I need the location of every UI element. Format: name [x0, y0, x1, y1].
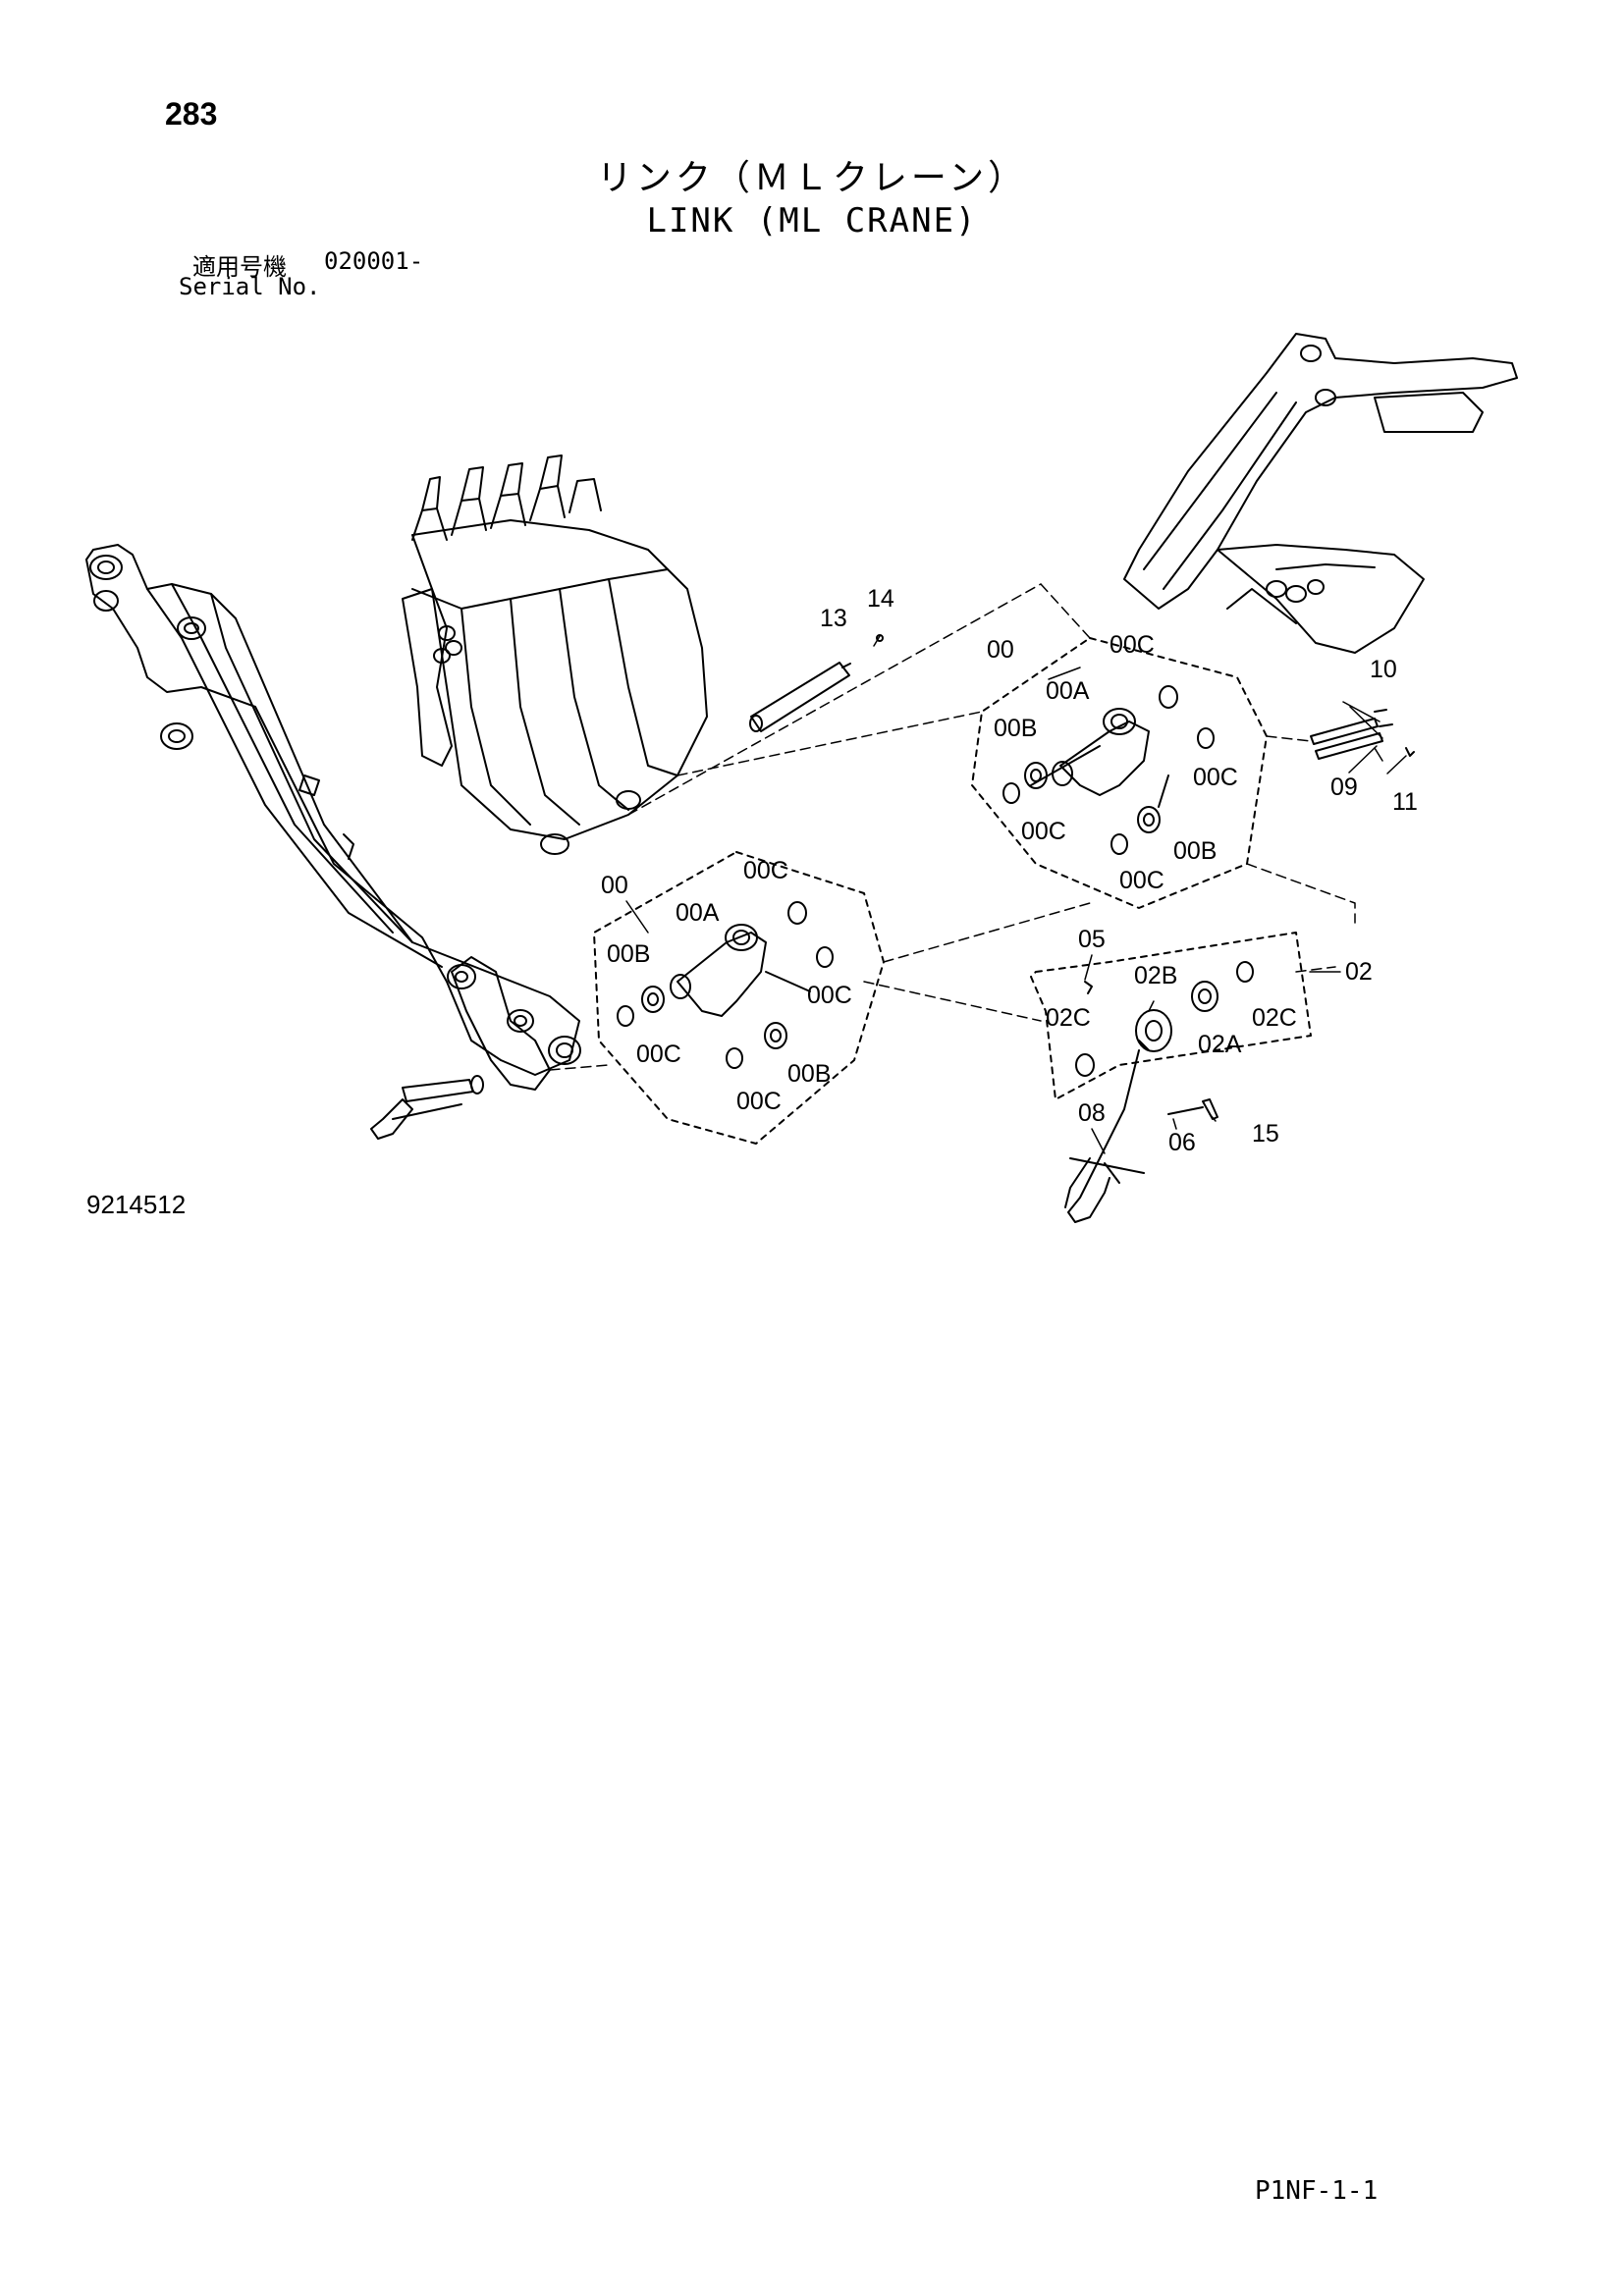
- pins-09-10-11-illustration: [1310, 709, 1415, 760]
- upper-link-assembly-group: [971, 637, 1268, 909]
- callout-upper-00B: 00B: [994, 715, 1037, 742]
- exploded-parts-diagram: 13 14 00 00C 00A 00B 00C 00C 00B 00C 10 …: [85, 333, 1518, 1223]
- page-title-japanese: リンク（ＭＬクレーン）: [596, 158, 1028, 198]
- callout-lower-00B: 00B: [607, 940, 650, 968]
- hook-assembly-group: [1030, 932, 1312, 1223]
- callout-upper-00C-bottom: 00C: [1119, 867, 1164, 894]
- callout-upper-00B-low: 00B: [1173, 837, 1217, 865]
- callout-upper-00: 00: [987, 636, 1014, 664]
- callout-14: 14: [867, 585, 894, 613]
- serial-number-value: 020001-: [324, 247, 424, 275]
- callout-lower-00A: 00A: [676, 899, 720, 927]
- callout-ticks: [625, 635, 1407, 1154]
- callout-02C-left: 02C: [1046, 1004, 1091, 1032]
- figure-number: 9214512: [86, 1190, 187, 1219]
- callout-11: 11: [1392, 788, 1418, 816]
- callout-10: 10: [1370, 656, 1397, 683]
- callout-lower-00: 00: [601, 872, 628, 899]
- callout-02B: 02B: [1134, 962, 1177, 989]
- callout-upper-00C-top: 00C: [1110, 631, 1155, 659]
- serial-label-english: Serial No.: [179, 273, 321, 300]
- callout-upper-00A: 00A: [1046, 677, 1090, 705]
- callout-02C-right: 02C: [1252, 1004, 1297, 1032]
- page-title-english: LINK (ML CRANE): [646, 201, 978, 240]
- callout-upper-00C-left: 00C: [1021, 818, 1066, 845]
- callout-lower-00C-left: 00C: [636, 1041, 681, 1068]
- callout-lower-00C-right: 00C: [807, 982, 852, 1009]
- callout-15: 15: [1252, 1120, 1279, 1148]
- callout-06: 06: [1168, 1129, 1196, 1156]
- serial-label-japanese: 適用号機: [192, 253, 287, 281]
- callout-labels: 13 14 00 00C 00A 00B 00C 00C 00B 00C 10 …: [601, 585, 1418, 1156]
- callout-08: 08: [1078, 1099, 1106, 1127]
- callout-lower-00C-bottom: 00C: [736, 1088, 782, 1115]
- callout-upper-00C-right: 00C: [1193, 764, 1238, 791]
- callout-lower-00B-low: 00B: [787, 1060, 831, 1088]
- bucket-illustration: [402, 454, 708, 855]
- page-number: 283: [165, 96, 218, 132]
- callout-13: 13: [820, 605, 847, 632]
- arm-illustration: [85, 544, 581, 1140]
- callout-02A: 02A: [1198, 1031, 1242, 1058]
- pin-13-illustration: [749, 634, 884, 732]
- callout-09: 09: [1330, 774, 1358, 801]
- callout-05: 05: [1078, 926, 1106, 953]
- page-code: P1NF-1-1: [1255, 2176, 1379, 2206]
- excavator-inset-illustration: [1123, 333, 1518, 654]
- leader-lines: [549, 583, 1356, 1071]
- callout-lower-00C-top: 00C: [743, 857, 788, 884]
- callout-02: 02: [1345, 958, 1373, 986]
- lower-link-assembly-group: [593, 851, 885, 1145]
